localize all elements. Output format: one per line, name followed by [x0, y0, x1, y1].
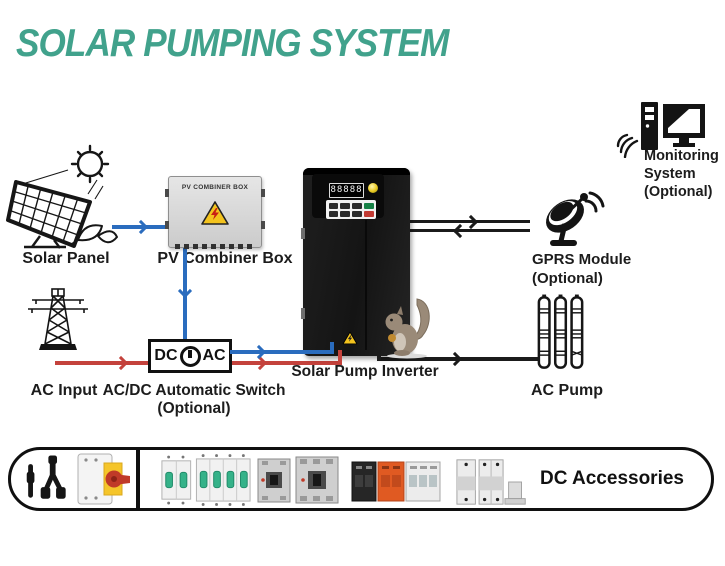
mount-tab [165, 221, 169, 229]
mccb-breaker-icon [257, 456, 339, 504]
fuse-holder-icon [456, 459, 526, 505]
keypad-stop-button [363, 210, 374, 217]
arrow-right-icon [463, 214, 479, 230]
acdc-switch-label: AC/DC Automatic Switch (Optional) [102, 382, 286, 417]
arrow-right-icon [447, 351, 463, 367]
keypad-button [352, 210, 362, 217]
pv-combiner-box-text: PV COMBINER BOX [181, 184, 249, 191]
power-tower-icon [28, 288, 88, 350]
inverter-seam [365, 220, 367, 350]
dc-wire-switch-to-inverter [230, 350, 334, 354]
mc4-connector-icon [26, 455, 66, 499]
inverter-clip [301, 228, 305, 239]
dc-circuit-breaker-icon [161, 454, 251, 506]
page-title: SOLAR PUMPING SYSTEM [16, 22, 449, 65]
mount-tab [165, 189, 169, 197]
signal-wire-from-gprs [410, 229, 530, 232]
warning-triangle-icon [342, 331, 358, 345]
ac-wire-riser [338, 350, 342, 363]
ac-pump-icon [537, 294, 584, 369]
pv-combiner-label: PV Combiner Box [157, 250, 293, 267]
wire-inverter-to-pump [377, 357, 545, 361]
monitoring-label: Monitoring System (Optional) [644, 148, 719, 200]
arrow-down-icon [177, 283, 193, 299]
monitoring-computer-icon [616, 102, 705, 158]
signal-wire-to-gprs [410, 220, 530, 223]
mount-tab [261, 189, 265, 197]
arrow-right-icon [251, 344, 267, 360]
solar-panel-icon [6, 144, 118, 249]
keypad-run-button [363, 202, 374, 209]
accessories-divider [136, 449, 140, 509]
gprs-satellite-icon [546, 191, 605, 246]
cable-glands [175, 244, 252, 249]
keypad-button [352, 202, 362, 209]
squirrel-image [385, 298, 430, 359]
dc-wire-combiner-to-switch [183, 246, 187, 340]
inverter-clip [301, 308, 305, 319]
inverter-keypad [326, 200, 376, 219]
dc-wire-riser [330, 342, 334, 352]
surge-protector-icon [351, 461, 441, 502]
inverter-label: Solar Pump Inverter [291, 363, 439, 380]
ac-input-label: AC Input [30, 382, 98, 399]
dc-wire-panel-to-combiner [112, 225, 166, 229]
keypad-button [328, 210, 339, 217]
switch-ac-text: AC [202, 347, 226, 364]
pv-combiner-box: PV COMBINER BOX [165, 176, 265, 249]
acdc-automatic-switch: DC AC [148, 339, 232, 373]
inverter-top-cap [303, 168, 410, 175]
solar-panel-label: Solar Panel [22, 250, 110, 267]
arrow-right-icon [133, 219, 149, 235]
switch-dc-text: DC [154, 347, 178, 364]
gprs-label: GPRS Module (Optional) [532, 251, 632, 287]
dc-accessories-label: DC Accessories [540, 468, 684, 489]
keypad-button [328, 202, 339, 209]
arrow-right-icon [113, 355, 129, 371]
mount-tab [261, 221, 265, 229]
inverter-control-panel: 88888 [312, 174, 384, 219]
ac-pump-label: AC Pump [531, 382, 603, 399]
arrow-left-icon [452, 223, 468, 239]
keypad-button [340, 202, 350, 209]
rotary-knob-icon [179, 345, 201, 367]
signal-wire-pump-riser [377, 350, 381, 360]
inverter-display: 88888 [329, 183, 364, 198]
solar-pump-inverter: 88888 [301, 168, 410, 356]
inverter-led-indicator [368, 183, 378, 193]
keypad-button [340, 210, 350, 217]
rotary-isolator-icon [77, 453, 130, 505]
warning-triangle-icon [201, 201, 229, 225]
